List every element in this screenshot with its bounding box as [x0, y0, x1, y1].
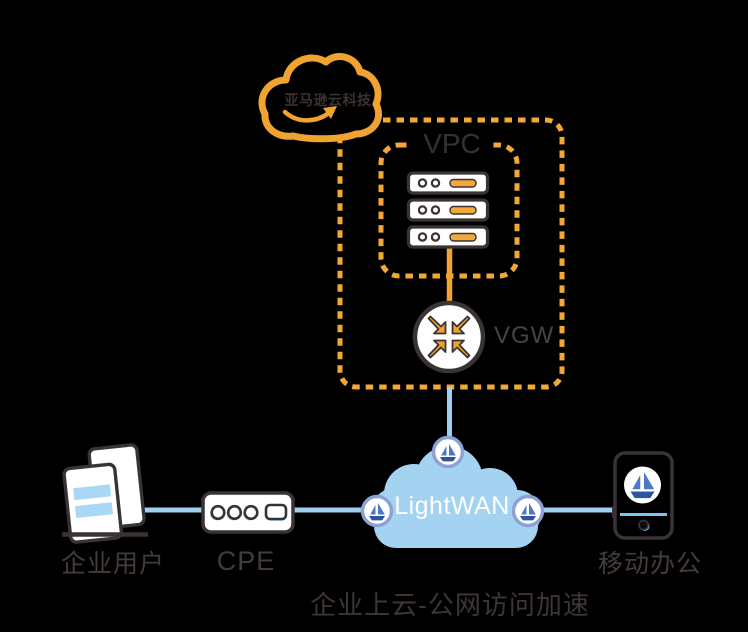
cpe-router-icon — [201, 491, 295, 534]
sailboat-badge-icon — [511, 494, 545, 528]
sailboat-badge-icon — [431, 435, 465, 469]
vpc-label: VPC — [412, 128, 492, 160]
sailboat-badge-icon — [360, 494, 394, 528]
vgw-label: VGW — [494, 322, 555, 349]
building-window — [73, 484, 112, 501]
aws-cloud-icon — [258, 53, 382, 143]
amazon-smile-arrow-icon — [282, 106, 337, 123]
aws-cloud-label: 亚马逊云科技 — [284, 92, 372, 108]
mobile-office-label: 移动办公 — [597, 550, 702, 578]
smartphone-icon — [612, 451, 674, 540]
vgw-arrows-icon — [412, 300, 486, 374]
wan-cloud-label: LightWAN — [394, 492, 510, 520]
phone-home-button — [638, 519, 649, 531]
server-unit — [406, 171, 490, 195]
server-stack-icon — [406, 171, 490, 249]
building-window — [74, 502, 113, 519]
server-unit — [406, 198, 490, 222]
diagram-caption: 企业上云-公网访问加速 — [310, 590, 590, 620]
server-unit — [406, 225, 490, 249]
cpe-label: CPE — [216, 546, 276, 576]
enterprise-building-icon — [62, 443, 148, 544]
wan-cloud-icon — [371, 446, 541, 548]
enterprise-user-label: 企业用户 — [60, 550, 165, 578]
